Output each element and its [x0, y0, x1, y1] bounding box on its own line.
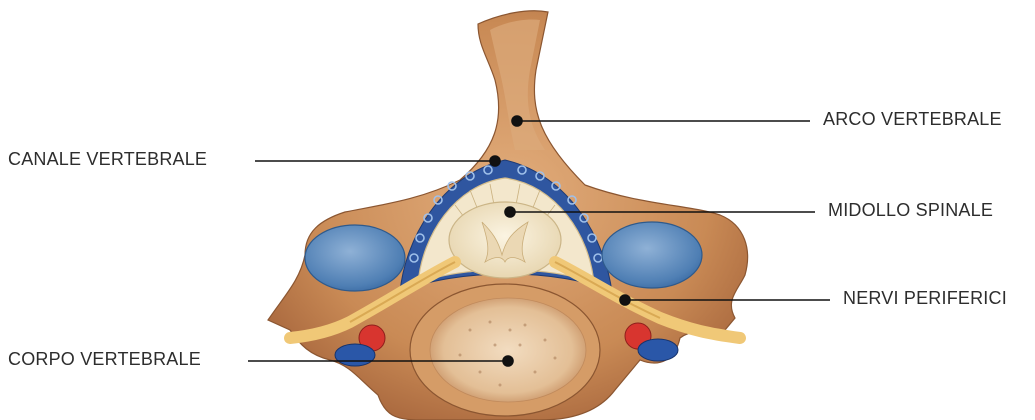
vein-left: [335, 344, 375, 366]
vein-right: [638, 339, 678, 361]
label-midollo-spinale: MIDOLLO SPINALE: [828, 200, 993, 221]
label-corpo-vertebrale: CORPO VERTEBRALE: [8, 349, 201, 370]
dot-arco: [512, 116, 522, 126]
dot-midollo: [505, 207, 515, 217]
dot-nervi: [620, 295, 630, 305]
vertebral-body-cancellous: [430, 298, 586, 402]
articular-facet-right: [602, 222, 702, 288]
dot-canale: [490, 156, 500, 166]
label-canale-vertebrale: CANALE VERTEBRALE: [8, 149, 207, 170]
articular-facet-left: [305, 225, 405, 291]
dot-corpo: [503, 356, 513, 366]
label-arco-vertebrale: ARCO VERTEBRALE: [823, 109, 1002, 130]
label-nervi-periferici: NERVI PERIFERICI: [843, 288, 1007, 309]
